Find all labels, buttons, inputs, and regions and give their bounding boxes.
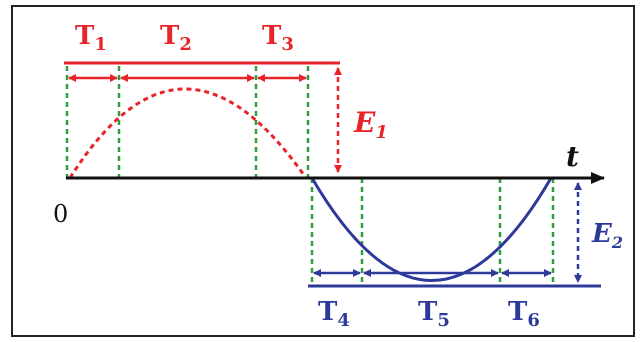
label-t1: T1 [75,21,107,55]
label-t2: T2 [160,21,192,55]
label-t6: T6 [508,297,540,331]
axis-label-t: t [566,140,579,173]
red-dashed-curve [68,87,308,179]
label-t4: T4 [318,297,350,331]
label-t3: T3 [262,21,294,55]
green-guides-top [65,66,310,178]
frame-border [11,5,635,337]
label-t5: T5 [418,297,450,331]
label-e1: E1 [353,106,388,143]
blue-curve [310,177,553,282]
label-e2: E2 [591,219,623,252]
green-guides-bottom [310,178,555,286]
origin-label: 0 [53,200,68,228]
